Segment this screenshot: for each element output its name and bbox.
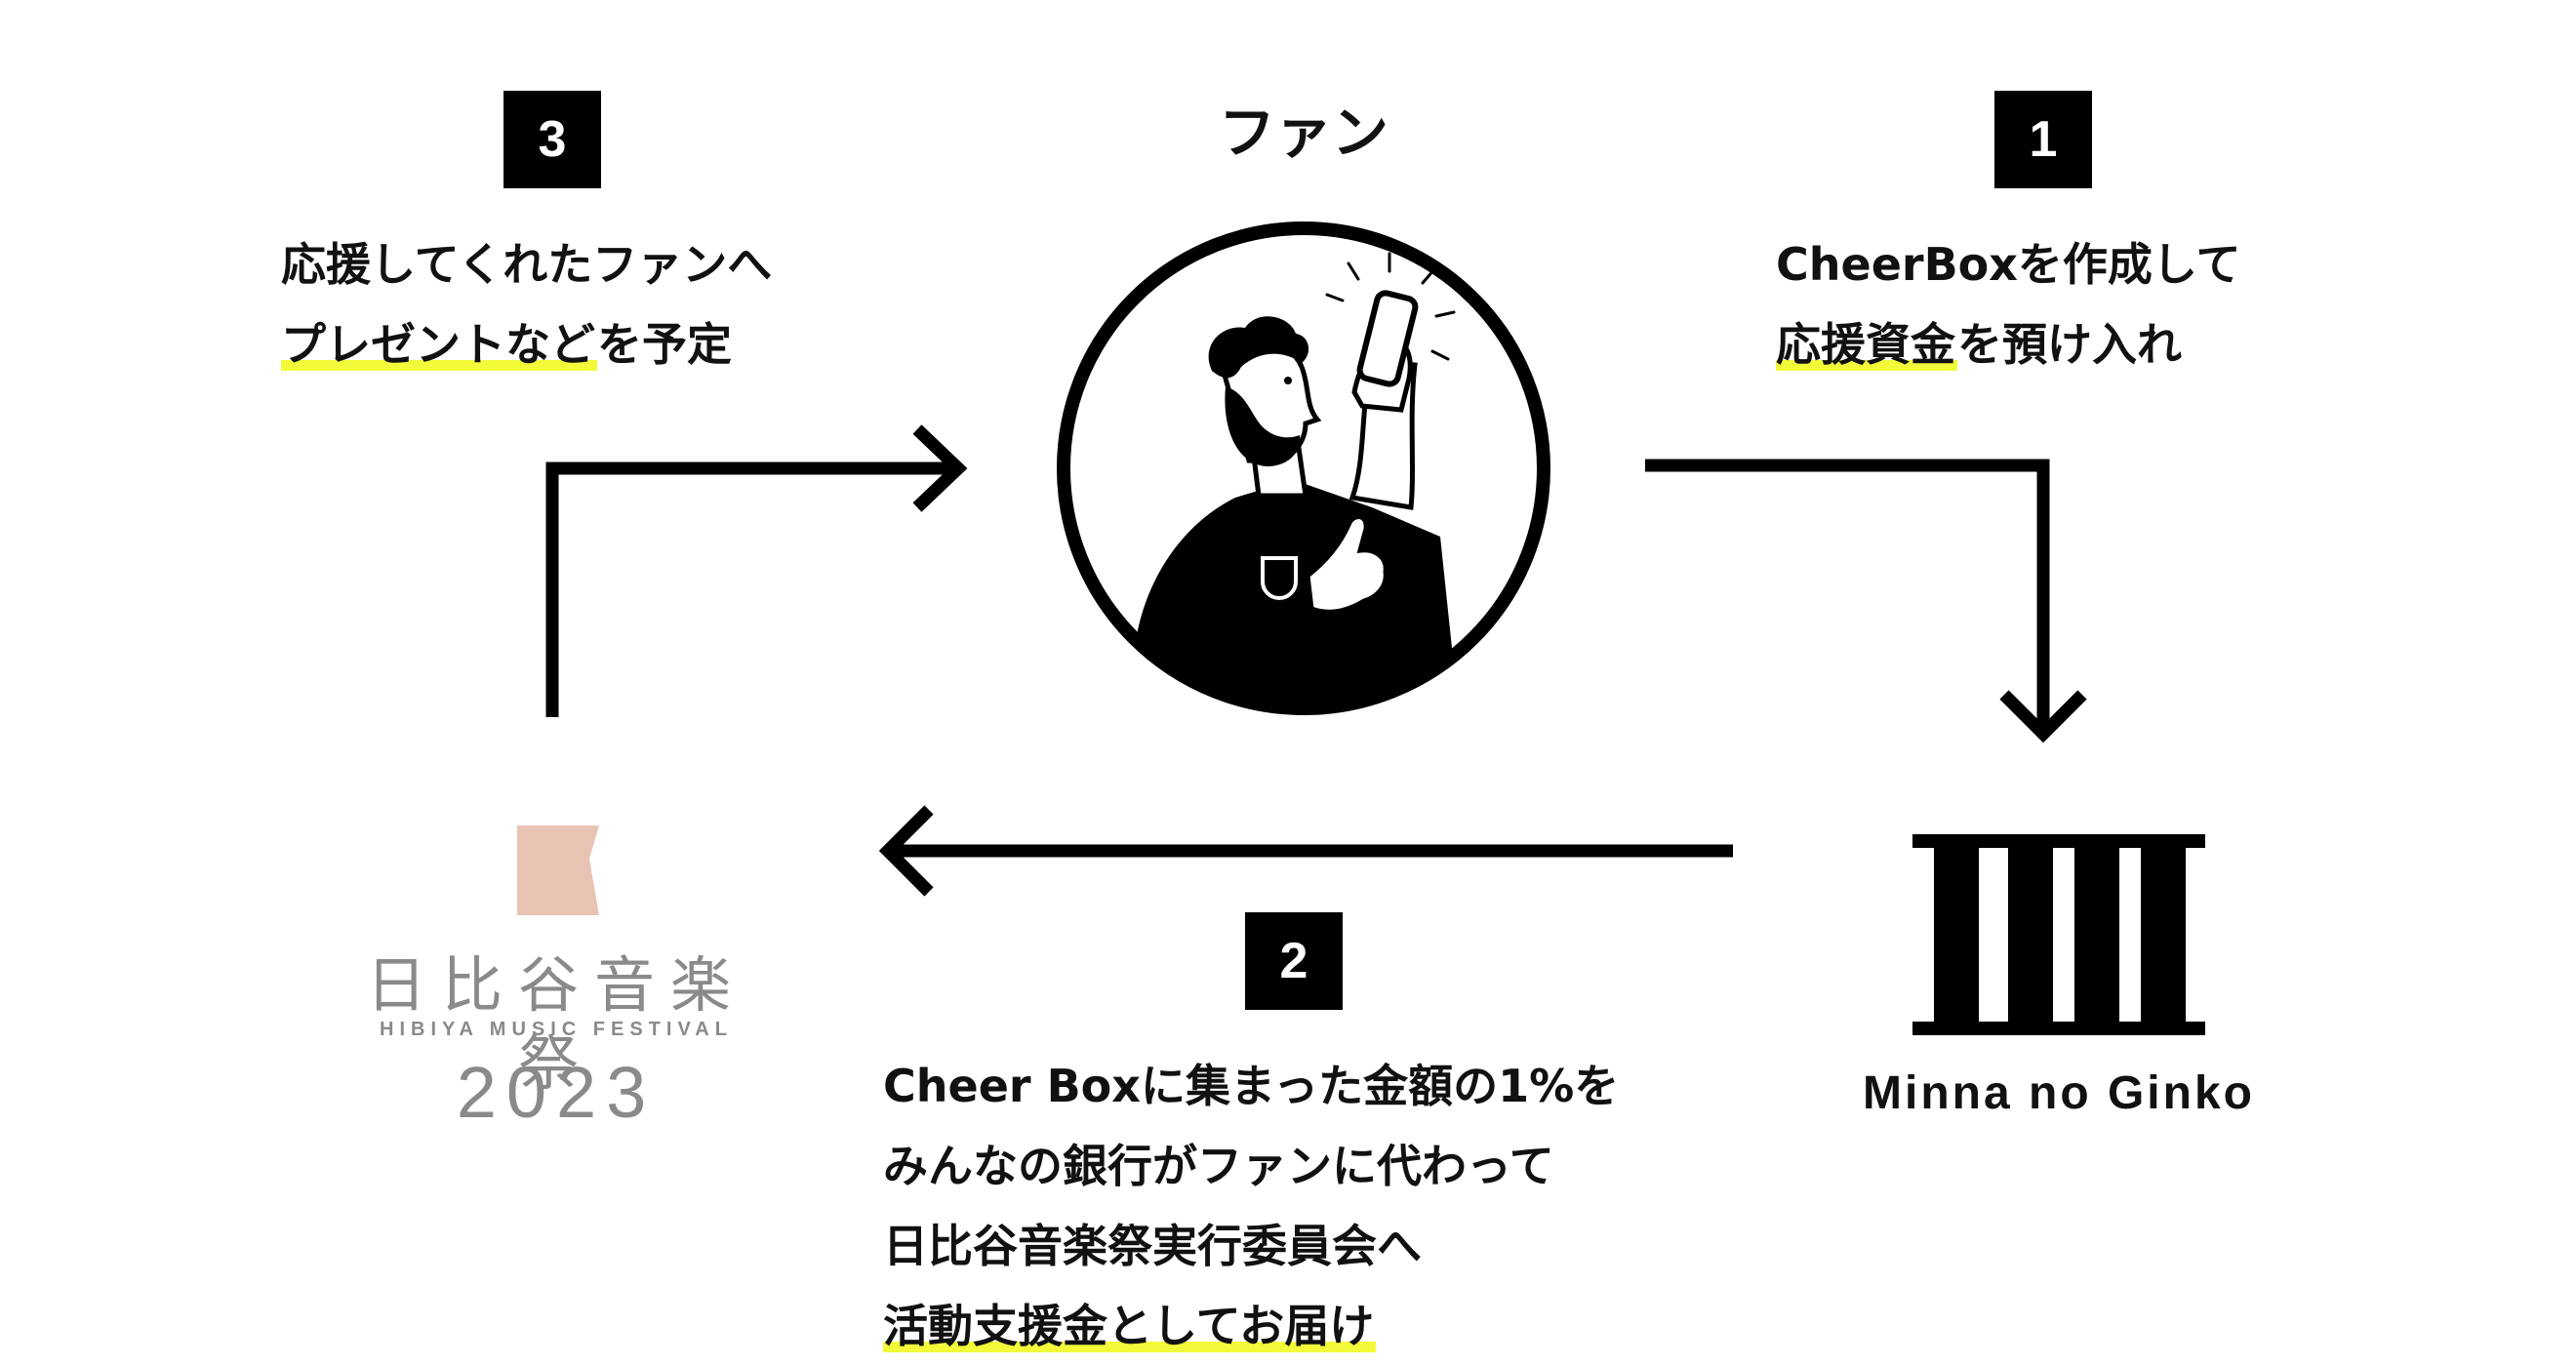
arrow-fan-to-bank [1645, 459, 2087, 743]
step-text-line: プレゼントなどを予定 [281, 304, 772, 384]
minna-no-ginko-logo-icon [1912, 834, 2205, 1035]
text-segment: 応援してくれたファンへ [281, 238, 773, 291]
festival-year: 2023 [456, 1052, 657, 1133]
festival-name-jp: 日比谷音楽祭 [365, 949, 746, 1099]
step-text-line: 応援してくれたファンへ [281, 224, 772, 304]
arrow-bank-to-festival [878, 805, 1733, 897]
step-text-line: Cheer Boxに集まった金額の1%を [883, 1046, 1619, 1126]
fan-title: ファン [1218, 100, 1389, 166]
highlighted-text: プレゼントなど [281, 318, 597, 371]
step-1-text: CheerBoxを作成して応援資金を預け入れ [1776, 224, 2241, 384]
step-text-line: 活動支援金としてお届け [883, 1286, 1619, 1366]
step-2-text: Cheer Boxに集まった金額の1%をみんなの銀行がファンに代わって日比谷音楽… [883, 1046, 1619, 1366]
step-text-line: 応援資金を預け入れ [1776, 304, 2241, 384]
hibiya-festival-logo-mark-icon [517, 825, 599, 915]
arrow-festival-to-fan [545, 424, 968, 717]
bank-label: Minna no Ginko [1863, 1067, 2255, 1119]
step-2-badge: 2 [1245, 912, 1343, 1010]
text-segment: を預け入れ [1957, 318, 2182, 371]
step-text-line: CheerBoxを作成して [1776, 224, 2241, 304]
step-3-badge: 3 [503, 91, 601, 188]
step-1-badge: 1 [1994, 91, 2092, 188]
text-segment: 日比谷音楽祭実行委員会へ [883, 1220, 1422, 1272]
text-segment: を予定 [597, 318, 732, 371]
festival-name-en: HIBIYA MUSIC FESTIVAL [380, 1019, 733, 1040]
text-segment: みんなの銀行がファンに代わって [883, 1140, 1554, 1192]
step-text-line: みんなの銀行がファンに代わって [883, 1126, 1619, 1206]
text-segment: CheerBoxを作成して [1776, 238, 2241, 291]
highlighted-text: 活動支援金としてお届け [883, 1300, 1377, 1352]
step-3-text: 応援してくれたファンへプレゼントなどを予定 [281, 224, 772, 384]
fan-with-smartphone-icon [1057, 221, 1550, 715]
step-text-line: 日比谷音楽祭実行委員会へ [883, 1206, 1619, 1286]
text-segment: Cheer Boxに集まった金額の1%を [883, 1060, 1620, 1112]
highlighted-text: 応援資金 [1776, 318, 1957, 371]
